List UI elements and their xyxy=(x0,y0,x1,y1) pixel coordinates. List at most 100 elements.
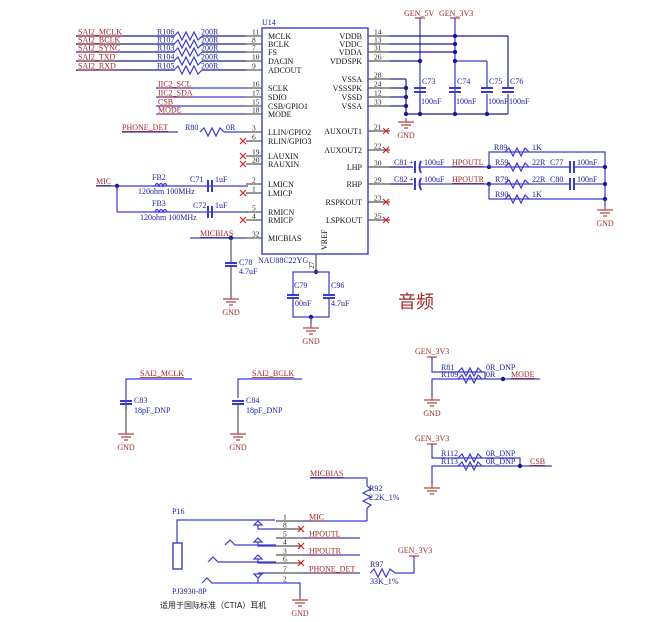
ic-pin-name: VSSA xyxy=(342,102,363,111)
c80-value: 100nF xyxy=(577,175,598,184)
c96-value: 4.7uF xyxy=(331,299,350,308)
net-label-phone-det: PHONE_DET xyxy=(122,123,168,132)
ic-pin-num: 9 xyxy=(252,62,256,71)
r90-ref: R90 xyxy=(495,190,508,199)
junction-dot xyxy=(602,181,608,187)
gnd-label: GND xyxy=(397,131,415,140)
resistor-value: 200R xyxy=(201,53,219,62)
ic-pin-num: 5 xyxy=(252,204,256,213)
ic-pin-num: 7 xyxy=(252,44,256,53)
gnd-symbol: GND xyxy=(596,206,614,228)
r81-ref: R81 xyxy=(441,363,454,372)
c83-ref: C83 xyxy=(134,396,147,405)
net-label-sai2-bclk: SAI2_BCLK xyxy=(252,369,294,378)
gnd-symbol xyxy=(424,484,440,495)
hp-output: C81 + 100uF HPOUTL C82 + 100uF HPOUTR R8… xyxy=(390,143,608,206)
ic-pin-num: 3 xyxy=(252,124,256,133)
no-connect-icon xyxy=(239,160,247,168)
power-decoupling: GEN_5V GEN_3V3 xyxy=(390,9,509,117)
net-label-micbias: MICBIAS xyxy=(310,469,343,478)
ic-pin-num: 11 xyxy=(252,28,259,37)
r89-ref: R89 xyxy=(494,143,507,152)
ic-ref: U14 xyxy=(262,18,276,27)
r92-resistor xyxy=(361,485,373,509)
r112-ref: R112 xyxy=(441,449,458,458)
r97-value: 33K_1% xyxy=(370,577,399,586)
ic-pin-name: LMICN xyxy=(268,180,294,189)
wire xyxy=(431,465,552,484)
gnd-symbol: GND xyxy=(397,118,415,140)
jack-note: 适用于国际标准（CTIA）耳机 xyxy=(160,600,266,610)
r97-resistor xyxy=(369,567,396,579)
resistor-value: 200R xyxy=(201,28,219,37)
c81-plate xyxy=(418,160,422,174)
ic-pin-name: SCLK xyxy=(268,84,289,93)
r59-value: 22R xyxy=(532,158,546,167)
no-connect-icon xyxy=(239,137,247,145)
net-label-sai: SAI2_SYNC xyxy=(78,44,120,53)
wire xyxy=(176,519,275,543)
fb2-ferrite xyxy=(154,182,168,188)
r92-value: 2.2K_1% xyxy=(369,493,400,502)
r79-ref: R79 xyxy=(495,175,508,184)
ic-pin-name: LMICP xyxy=(268,189,293,198)
ic-pin-name: VSSD xyxy=(342,93,363,102)
micbias-network: MICBIAS C78 4.7uF xyxy=(190,229,258,295)
ic-pin-name: RMICN xyxy=(268,208,294,217)
ic-pin-name: VDDA xyxy=(339,48,362,57)
gnd-symbol: GND xyxy=(222,295,240,317)
ic-pin-name: CSB/GPIO1 xyxy=(268,102,308,111)
resistor-value: 200R xyxy=(201,36,219,45)
mic-network: MIC FB2 120ohm 100MHz C71 1uF FB3 120ohm… xyxy=(96,173,248,222)
ic-pin-num: 30 xyxy=(374,159,382,168)
r89-value: 1K xyxy=(532,143,542,152)
ic-pin-name: MCLK xyxy=(268,32,291,41)
jack-net-label: HPOUTR xyxy=(309,547,342,556)
resistor xyxy=(173,38,203,50)
ic-pin-name: FS xyxy=(268,48,277,57)
ic-pin-name: LAUXIN xyxy=(268,152,299,161)
jack-pin-num: 3 xyxy=(283,547,287,556)
ic-pin-name: LSPKOUT xyxy=(326,216,362,225)
r81-value: 0R_DNP xyxy=(486,363,516,372)
ic-pin-num: 33 xyxy=(374,98,382,107)
jack-pin-num: 5 xyxy=(283,530,287,539)
c84-value: 18pF_DNP xyxy=(246,406,283,415)
ic-pin-name: DACIN xyxy=(268,57,294,66)
ic-pin-num: 17 xyxy=(252,89,260,98)
jack-contact xyxy=(252,573,264,579)
gnd-label: GND xyxy=(229,443,247,452)
phone-det-input: PHONE_DET R80 0R xyxy=(122,123,246,138)
ic-pin-num: 20 xyxy=(252,156,260,165)
clk-cap-c84: SAI2_BCLK C84 18pF_DNP xyxy=(232,369,302,430)
no-connect-icon xyxy=(382,198,390,206)
c71-value: 1uF xyxy=(215,175,228,184)
cap-value: 100nF xyxy=(509,97,530,106)
cap-ref: C73 xyxy=(422,77,435,86)
r112-value: 0R_DNP xyxy=(486,449,516,458)
gnd-label: GND xyxy=(117,443,135,452)
ic-pin-num: 31 xyxy=(374,44,382,53)
r80-value: 0R xyxy=(226,123,236,132)
ic-pin-num: 13 xyxy=(374,36,382,45)
r97-ref: R97 xyxy=(370,560,383,569)
c80-ref: C80 xyxy=(550,175,563,184)
junction-dot xyxy=(417,58,423,64)
jack-pin-num: 7 xyxy=(283,565,287,574)
clk-cap-c83: SAI2_MCLK C83 18pF_DNP xyxy=(120,369,192,430)
gnd-label: GND xyxy=(596,219,614,228)
r89-resistor xyxy=(504,146,530,158)
resistor-ref: R105 xyxy=(157,62,174,71)
cap-ref: C75 xyxy=(489,77,502,86)
wire xyxy=(292,271,330,295)
ic-pin-name: VSSA xyxy=(342,75,363,84)
wire xyxy=(125,378,192,410)
cap-value: 100nF xyxy=(456,97,477,106)
rail-gen-3v3: GEN_3V3 xyxy=(439,9,473,18)
junction-dot xyxy=(403,103,409,109)
